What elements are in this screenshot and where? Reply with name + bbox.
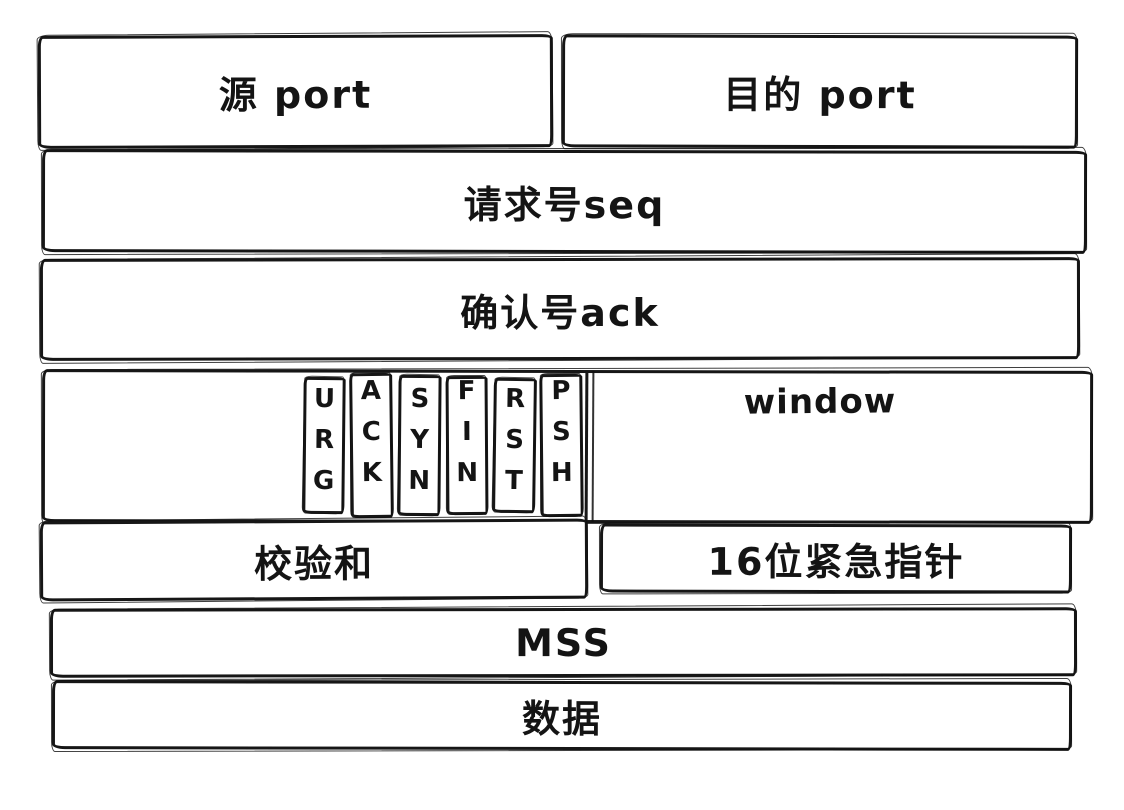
field-checksum: 校验和 (39, 518, 589, 602)
field-ack: 确认号ack (39, 257, 1081, 361)
field-checksum-label: 校验和 (253, 541, 375, 586)
flag-ack-label: ACK (355, 375, 388, 500)
field-urgent-pointer: 16位紧急指针 (599, 523, 1073, 594)
flag-syn: SYN (397, 374, 442, 517)
flag-urg: URG (302, 376, 346, 515)
field-dest-port-label: 目的 port (723, 72, 917, 118)
flag-rst: RST (492, 377, 537, 514)
field-seq: 请求号seq (41, 149, 1088, 254)
field-data-label: 数据 (521, 696, 603, 742)
flag-psh: PSH (539, 373, 584, 518)
flag-fin: FIN (445, 375, 489, 516)
flag-ack: ACK (349, 372, 394, 519)
field-data: 数据 (51, 680, 1073, 751)
field-mss-label: MSS (515, 620, 612, 665)
flag-psh-label: PSH (545, 375, 578, 500)
field-window-label: window (743, 381, 897, 423)
flag-fin-label: FIN (451, 375, 483, 500)
field-urgent-pointer-label: 16位紧急指针 (707, 539, 965, 585)
field-source-port: 源 port (37, 34, 554, 149)
flag-rst-label: RST (498, 383, 531, 508)
field-source-port-label: 源 port (218, 72, 373, 118)
field-seq-label: 请求号seq (463, 182, 666, 228)
flags-window-divider (584, 370, 595, 523)
field-mss: MSS (49, 607, 1078, 678)
flag-urg-label: URG (308, 383, 340, 508)
field-dest-port: 目的 port (561, 34, 1079, 149)
field-ack-label: 确认号ack (460, 290, 660, 335)
flag-syn-label: SYN (403, 383, 436, 508)
